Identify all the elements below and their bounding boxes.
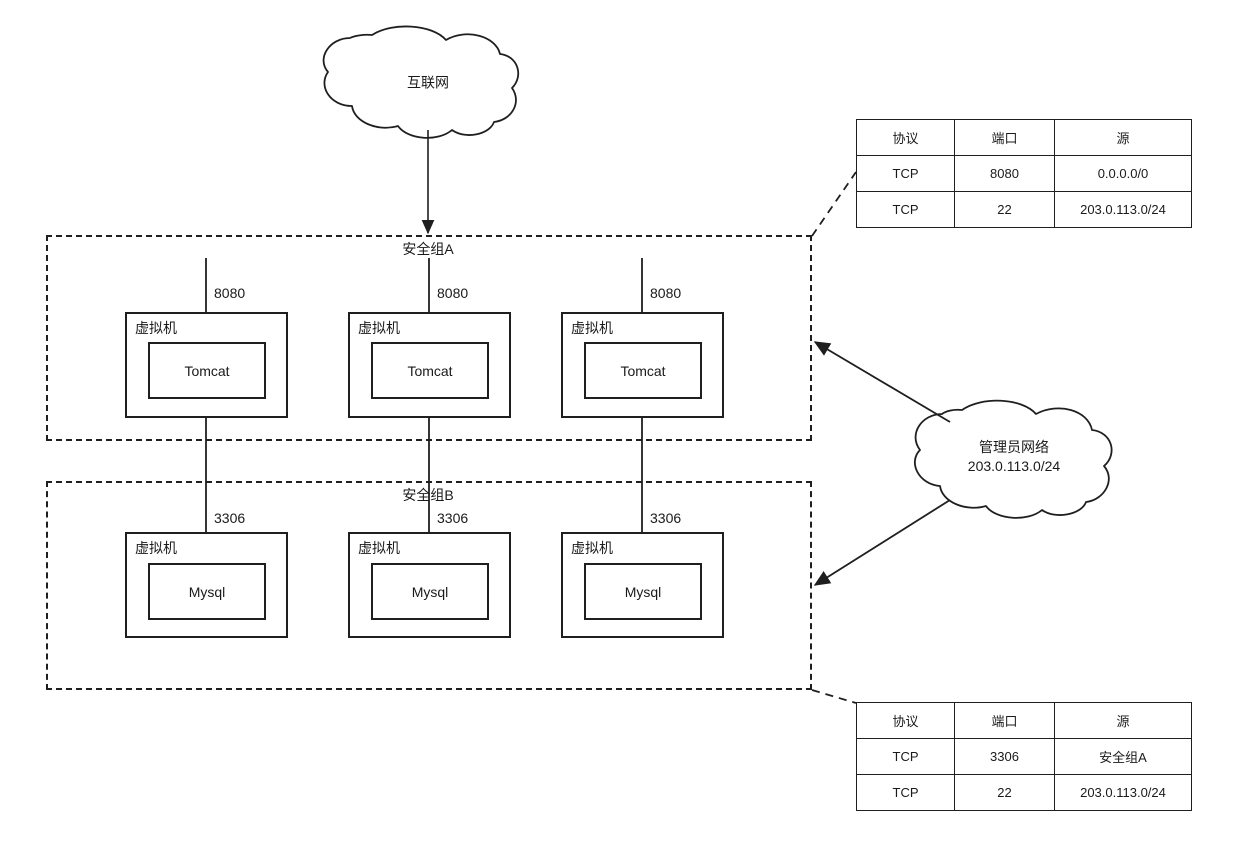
internet-cloud-label: 互联网 (407, 74, 449, 91)
cell-source: 0.0.0.0/0 (1054, 155, 1192, 192)
app-box-mysql-3: Mysql (584, 563, 702, 620)
table-row: TCP 22 203.0.113.0/24 (856, 191, 1192, 228)
port-label-db-2: 3306 (437, 510, 469, 526)
admin-network-name: 管理员网络 (978, 439, 1049, 456)
table-header-row: 协议 端口 源 (856, 119, 1192, 156)
cell-protocol: TCP (856, 191, 955, 228)
port-label-web-2: 8080 (437, 285, 469, 301)
admin-network-cloud-label: 管理员网络 203.0.113.0/24 (968, 438, 1060, 476)
cell-port: 3306 (954, 738, 1055, 775)
admin-network-cloud-icon (914, 399, 1113, 519)
col-header-source: 源 (1054, 702, 1192, 739)
app-box-mysql-1: Mysql (148, 563, 266, 620)
cell-source: 安全组A (1054, 738, 1192, 775)
security-group-b-boundary (46, 481, 812, 690)
rules-table-sgb: 协议 端口 源 TCP 3306 安全组A TCP 22 203.0.113.0… (856, 702, 1192, 811)
leader-sga-to-rules-table (811, 171, 857, 237)
vm-title-mysql-3: 虚拟机 (571, 540, 613, 556)
col-header-port: 端口 (954, 119, 1055, 156)
security-group-b-label: 安全组B (402, 487, 454, 503)
port-label-db-1: 3306 (214, 510, 246, 526)
cell-protocol: TCP (856, 774, 955, 811)
table-header-row: 协议 端口 源 (856, 702, 1192, 739)
table-row: TCP 22 203.0.113.0/24 (856, 774, 1192, 811)
security-group-a-boundary (46, 235, 812, 441)
leader-sgb-to-rules-table (811, 689, 857, 704)
table-row: TCP 8080 0.0.0.0/0 (856, 155, 1192, 192)
vm-title-tomcat-3: 虚拟机 (571, 320, 613, 336)
cell-port: 8080 (954, 155, 1055, 192)
port-label-web-3: 8080 (650, 285, 682, 301)
connector-admin-to-sga (813, 341, 951, 423)
app-box-tomcat-2: Tomcat (371, 342, 489, 399)
vm-title-tomcat-1: 虚拟机 (135, 320, 177, 336)
col-header-protocol: 协议 (856, 119, 955, 156)
port-label-web-1: 8080 (214, 285, 246, 301)
app-box-tomcat-3: Tomcat (584, 342, 702, 399)
vm-title-mysql-1: 虚拟机 (135, 540, 177, 556)
port-label-db-3: 3306 (650, 510, 682, 526)
col-header-port: 端口 (954, 702, 1055, 739)
cell-protocol: TCP (856, 738, 955, 775)
vm-title-mysql-2: 虚拟机 (358, 540, 400, 556)
table-row: TCP 3306 安全组A (856, 738, 1192, 775)
admin-network-cidr: 203.0.113.0/24 (967, 458, 1061, 474)
cell-protocol: TCP (856, 155, 955, 192)
app-box-tomcat-1: Tomcat (148, 342, 266, 399)
vm-title-tomcat-2: 虚拟机 (358, 320, 400, 336)
cell-port: 22 (954, 774, 1055, 811)
cell-source: 203.0.113.0/24 (1054, 191, 1192, 228)
connector-admin-to-sgb (813, 499, 951, 586)
security-group-a-label: 安全组A (402, 241, 454, 257)
internet-cloud-icon (322, 25, 520, 139)
app-box-mysql-2: Mysql (371, 563, 489, 620)
col-header-source: 源 (1054, 119, 1192, 156)
rules-table-sga: 协议 端口 源 TCP 8080 0.0.0.0/0 TCP 22 203.0.… (856, 119, 1192, 228)
col-header-protocol: 协议 (856, 702, 955, 739)
cell-port: 22 (954, 191, 1055, 228)
cell-source: 203.0.113.0/24 (1054, 774, 1192, 811)
